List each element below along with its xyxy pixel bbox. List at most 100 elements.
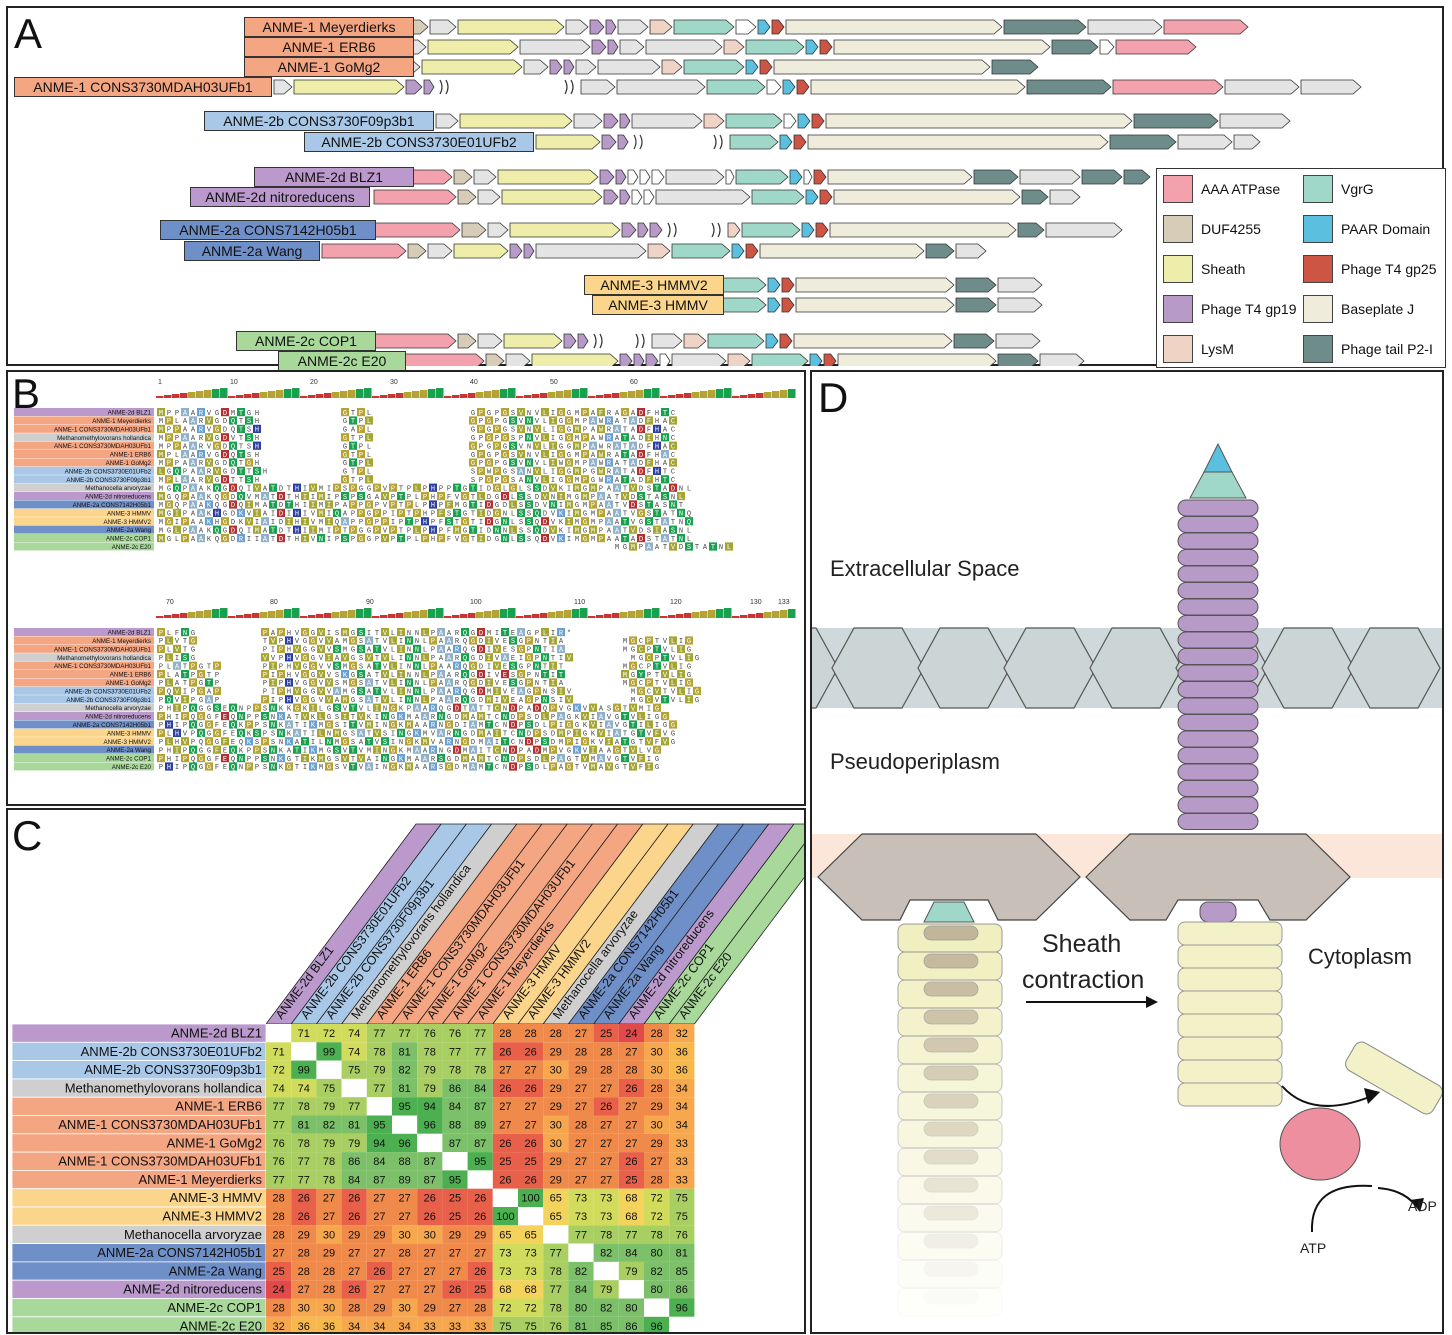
svg-text:I: I <box>399 689 403 697</box>
svg-text:L: L <box>671 672 675 680</box>
svg-text:F: F <box>647 477 651 485</box>
svg-text:I: I <box>271 663 275 671</box>
svg-text:T: T <box>487 764 491 772</box>
svg-text:P: P <box>279 638 283 646</box>
svg-text:V: V <box>343 747 348 755</box>
svg-text:P: P <box>415 511 419 519</box>
svg-text:N: N <box>415 680 419 688</box>
panel-c-label: C <box>12 812 43 859</box>
heatmap-cell <box>366 1042 392 1061</box>
svg-text:G: G <box>303 638 307 646</box>
svg-text:L: L <box>391 680 395 688</box>
aaa-atpase <box>1279 1107 1361 1181</box>
gene-arrow-w <box>725 169 735 185</box>
cell-value: 29 <box>550 1101 562 1113</box>
svg-text:G: G <box>207 714 211 722</box>
cell-value: 27 <box>373 1248 385 1260</box>
svg-text:M: M <box>463 764 467 772</box>
break-mark <box>439 79 574 95</box>
svg-text:T: T <box>695 544 699 552</box>
gene-arrow-paar <box>757 19 771 35</box>
heatmap-cell <box>417 1042 443 1061</box>
svg-text:A: A <box>343 519 348 527</box>
heatmap-cell <box>644 1280 670 1299</box>
svg-text:T: T <box>663 697 667 705</box>
cell-value: 82 <box>398 1065 410 1077</box>
svg-text:I: I <box>647 705 651 713</box>
cell-value: 96 <box>398 1138 410 1150</box>
row-label: ANME-2c E20 <box>180 1318 262 1333</box>
cell-value: 27 <box>600 1083 612 1095</box>
svg-text:S: S <box>359 647 363 655</box>
svg-text:P: P <box>359 418 363 426</box>
svg-text:I: I <box>551 427 555 435</box>
svg-text:P: P <box>647 647 651 655</box>
svg-text:I: I <box>303 536 307 544</box>
svg-text:F: F <box>647 418 651 426</box>
svg-text:T: T <box>487 722 491 730</box>
gene-arrow-vgrg <box>673 19 735 35</box>
cell-value: 28 <box>650 1174 662 1186</box>
cell-value: 32 <box>676 1028 688 1040</box>
svg-text:S: S <box>335 714 339 722</box>
sequence-name-bg <box>14 441 154 450</box>
svg-text:G: G <box>351 680 355 688</box>
cell-value: 28 <box>272 1193 284 1205</box>
svg-text:L: L <box>511 519 515 527</box>
heatmap-cell <box>366 1316 392 1332</box>
gene-arrow-p2i <box>925 243 955 259</box>
svg-text:G: G <box>199 764 203 772</box>
svg-text:V: V <box>519 460 524 468</box>
svg-text:*: * <box>567 630 571 638</box>
svg-text:S: S <box>527 494 531 502</box>
svg-text:G: G <box>511 485 515 493</box>
svg-text:G: G <box>367 502 371 510</box>
gene-arrow-grey <box>997 277 1043 293</box>
svg-text:I: I <box>303 502 307 510</box>
gene-arrow-baseplate <box>827 169 973 185</box>
svg-text:T: T <box>663 469 667 477</box>
svg-text:K: K <box>239 747 244 755</box>
svg-text:T: T <box>623 443 627 451</box>
svg-text:S: S <box>647 527 651 535</box>
gene-arrow-grey <box>575 59 597 75</box>
svg-text:H: H <box>295 502 299 510</box>
svg-text:M: M <box>567 494 571 502</box>
svg-text:H: H <box>175 739 179 747</box>
svg-text:M: M <box>343 697 347 705</box>
svg-text:D: D <box>679 544 683 552</box>
gene-arrow-gp19 <box>423 79 435 95</box>
svg-text:N: N <box>271 714 275 722</box>
svg-text:A: A <box>599 747 604 755</box>
svg-text:E: E <box>511 689 515 697</box>
svg-text:T: T <box>623 511 627 519</box>
cell-value: 27 <box>625 1120 637 1132</box>
locus-label: ANME-1 CONS3730MDAH03UFb1 <box>14 77 272 97</box>
svg-text:V: V <box>319 689 324 697</box>
svg-text:L: L <box>167 663 171 671</box>
heatmap-cell <box>266 1243 292 1262</box>
svg-text:P: P <box>423 527 427 535</box>
svg-text:A: A <box>287 714 292 722</box>
heatmap-cell <box>669 1280 695 1299</box>
svg-text:V: V <box>383 697 388 705</box>
svg-text:G: G <box>351 672 355 680</box>
svg-text:P: P <box>279 680 283 688</box>
cell-value: 27 <box>424 1266 436 1278</box>
heatmap-cell <box>593 1316 619 1332</box>
svg-text:K: K <box>591 739 596 747</box>
svg-text:I: I <box>175 747 179 755</box>
svg-text:A: A <box>663 418 668 426</box>
svg-text:G: G <box>631 739 635 747</box>
heatmap-cell <box>593 1060 619 1079</box>
svg-text:V: V <box>207 477 212 485</box>
svg-text:G: G <box>487 427 491 435</box>
svg-text:G: G <box>207 739 211 747</box>
svg-text:A: A <box>199 536 204 544</box>
svg-text:I: I <box>687 689 691 697</box>
svg-text:S: S <box>607 705 611 713</box>
svg-text:F: F <box>439 511 443 519</box>
svg-text:W: W <box>599 443 604 451</box>
gene-arrow-grey <box>671 353 727 366</box>
svg-text:I: I <box>479 747 483 755</box>
